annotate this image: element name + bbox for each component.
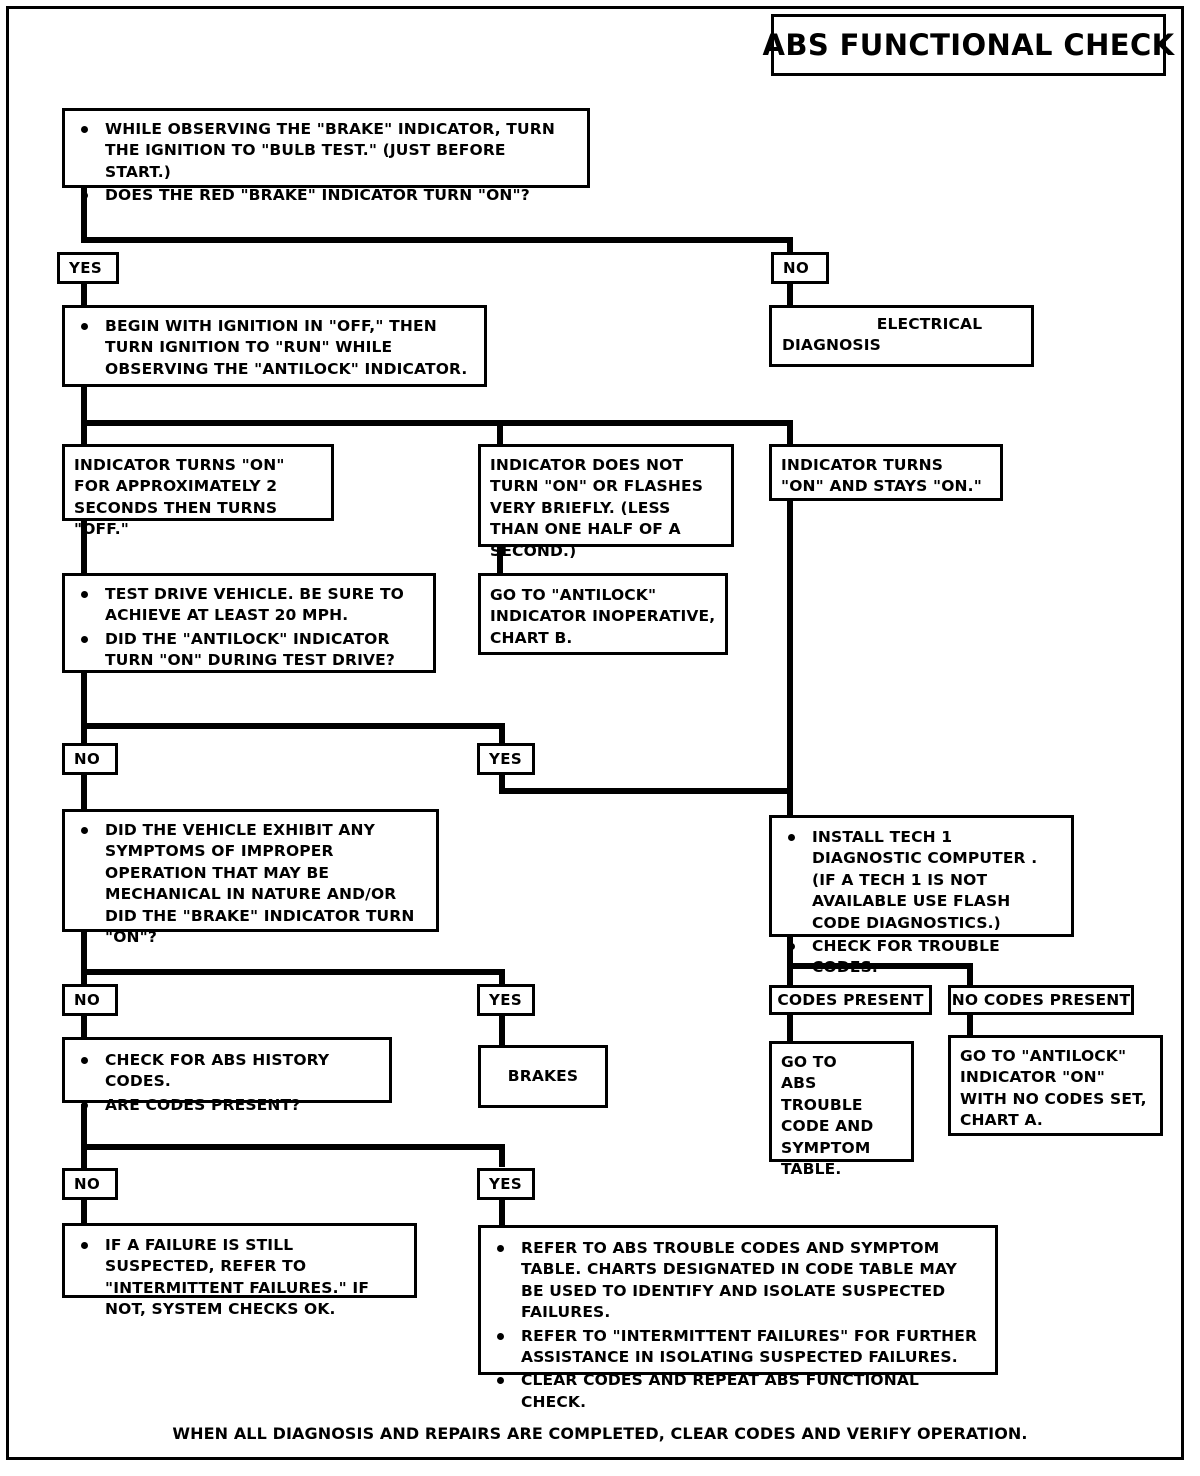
bullet-item: TEST DRIVE VEHICLE. BE SURE TO ACHIEVE A… bbox=[75, 584, 423, 627]
connector-testdrive-down bbox=[81, 672, 87, 744]
connector-noon-to-chartb bbox=[497, 546, 503, 574]
connector-no3-down bbox=[81, 1012, 87, 1038]
connector-history-bus bbox=[81, 1144, 505, 1150]
bullet-item: DOES THE RED "BRAKE" INDICATOR TURN "ON"… bbox=[75, 185, 577, 206]
branch-box-label: NO CODES PRESENT bbox=[951, 991, 1131, 1009]
branch-label-no-4: NO bbox=[62, 1168, 118, 1200]
connector-3way-bus bbox=[81, 420, 793, 426]
connector-testdrive-bus bbox=[81, 723, 505, 729]
connector-stayson-down bbox=[787, 500, 793, 816]
branch-label-yes-4: YES bbox=[477, 1168, 535, 1200]
page-title: ABS FUNCTIONAL CHECK bbox=[762, 28, 1175, 62]
node-text: GO TO ABS TROUBLE CODE AND SYMPTOM TABLE… bbox=[781, 1053, 874, 1178]
branch-label-text: YES bbox=[489, 991, 523, 1009]
bullet-item: DID THE VEHICLE EXHIBIT ANY SYMPTOMS OF … bbox=[75, 820, 426, 948]
branch-label-text: NO bbox=[74, 750, 101, 768]
connector-tech1-branch-right bbox=[967, 963, 973, 986]
connector-start-to-no bbox=[787, 237, 793, 258]
connector-tech1-bus bbox=[787, 963, 973, 969]
branch-label-text: NO bbox=[74, 1175, 101, 1193]
branch-label-yes-1: YES bbox=[57, 252, 119, 284]
connector-no4-down bbox=[81, 1198, 87, 1224]
node-test-drive: TEST DRIVE VEHICLE. BE SURE TO ACHIEVE A… bbox=[62, 573, 436, 673]
connector-3way-branch-mid bbox=[497, 420, 503, 446]
node-text: GO TO "ANTILOCK" INDICATOR INOPERATIVE, … bbox=[490, 586, 716, 647]
node-text: INDICATOR TURNS "ON" AND STAYS "ON." bbox=[781, 456, 982, 496]
node-goto-chart-a: GO TO "ANTILOCK" INDICATOR "ON" WITH NO … bbox=[948, 1035, 1163, 1136]
page-border bbox=[6, 6, 1184, 1460]
electrical-diagnosis-line1: ELECTRICAL bbox=[876, 315, 983, 333]
node-goto-trouble-code-table: GO TO ABS TROUBLE CODE AND SYMPTOM TABLE… bbox=[769, 1041, 914, 1178]
branch-box-label: CODES PRESENT bbox=[777, 991, 924, 1009]
connector-tech1-branch-left bbox=[787, 963, 793, 986]
connector-history-to-yes bbox=[499, 1144, 505, 1167]
branch-label-no-1: NO bbox=[771, 252, 829, 284]
node-improper-operation: DID THE VEHICLE EXHIBIT ANY SYMPTOMS OF … bbox=[62, 809, 439, 946]
connector-3way-branch-left bbox=[81, 420, 87, 446]
connector-2sec-to-testdrive bbox=[81, 520, 87, 574]
bullet-item: ARE CODES PRESENT? bbox=[75, 1095, 379, 1116]
branch-label-text: YES bbox=[489, 750, 523, 768]
node-text: BRAKES bbox=[507, 1066, 579, 1085]
footer-note: WHEN ALL DIAGNOSIS AND REPAIRS ARE COMPL… bbox=[172, 1424, 1028, 1443]
branch-box-no-codes-present: NO CODES PRESENT bbox=[948, 985, 1134, 1015]
connector-codespresent-down bbox=[787, 1014, 793, 1042]
node-brakes: BRAKES bbox=[478, 1045, 608, 1108]
node-refer-trouble-code-tables: REFER TO ABS TROUBLE CODES AND SYMPTOM T… bbox=[478, 1225, 998, 1411]
branch-label-no-3: NO bbox=[62, 984, 118, 1016]
connector-yes1-down bbox=[81, 281, 87, 308]
node-intermittent-failures: IF A FAILURE IS STILL SUSPECTED, REFER T… bbox=[62, 1223, 417, 1318]
node-indicator-not-on: INDICATOR DOES NOT TURN "ON" OR FLASHES … bbox=[478, 444, 734, 560]
connector-ignition-down bbox=[81, 386, 87, 426]
connector-start-down bbox=[81, 185, 87, 243]
branch-box-codes-present: CODES PRESENT bbox=[769, 985, 932, 1015]
node-indicator-2-seconds: INDICATOR TURNS "ON" FOR APPROXIMATELY 2… bbox=[62, 444, 334, 538]
connector-improper-down bbox=[81, 930, 87, 992]
bullet-item: INSTALL TECH 1 DIAGNOSTIC COMPUTER . (IF… bbox=[782, 827, 1061, 934]
connector-no2-down bbox=[81, 772, 87, 810]
connector-nocodes-down bbox=[967, 1014, 973, 1036]
bullet-item: WHILE OBSERVING THE "BRAKE" INDICATOR, T… bbox=[75, 119, 577, 183]
node-ignition-run: BEGIN WITH IGNITION IN "OFF," THEN TURN … bbox=[62, 305, 487, 387]
bullet-item: CHECK FOR TROUBLE CODES. bbox=[782, 936, 1061, 979]
connector-yes2-bus bbox=[499, 788, 793, 794]
connector-yes3-down bbox=[499, 1012, 505, 1046]
bullet-item: REFER TO "INTERMITTENT FAILURES" FOR FUR… bbox=[491, 1326, 985, 1369]
node-install-tech1: INSTALL TECH 1 DIAGNOSTIC COMPUTER . (IF… bbox=[769, 815, 1074, 976]
branch-label-yes-2: YES bbox=[477, 743, 535, 775]
connector-start-bus bbox=[81, 237, 793, 243]
bullet-item: DID THE "ANTILOCK" INDICATOR TURN "ON" D… bbox=[75, 629, 423, 672]
connector-history-down bbox=[81, 1104, 87, 1176]
connector-improper-bus bbox=[81, 969, 505, 975]
connector-improper-to-yes bbox=[499, 969, 505, 986]
connector-tech1-down bbox=[787, 936, 793, 982]
connector-yes2-down bbox=[499, 772, 505, 794]
branch-label-no-2: NO bbox=[62, 743, 118, 775]
connector-yes4-down bbox=[499, 1198, 505, 1226]
node-goto-chart-b: GO TO "ANTILOCK" INDICATOR INOPERATIVE, … bbox=[478, 573, 728, 655]
bullet-item: REFER TO ABS TROUBLE CODES AND SYMPTOM T… bbox=[491, 1238, 985, 1324]
node-text: GO TO "ANTILOCK" INDICATOR "ON" WITH NO … bbox=[960, 1047, 1147, 1130]
bullet-item: CHECK FOR ABS HISTORY CODES. bbox=[75, 1050, 379, 1093]
connector-3way-branch-right bbox=[787, 420, 793, 446]
node-electrical-diagnosis: ELECTRICAL DIAGNOSIS bbox=[769, 305, 1034, 367]
connector-no1-down bbox=[787, 281, 793, 308]
branch-label-text: YES bbox=[69, 259, 103, 277]
bullet-item: CLEAR CODES AND REPEAT ABS FUNCTIONAL CH… bbox=[491, 1370, 985, 1413]
node-text: INDICATOR DOES NOT TURN "ON" OR FLASHES … bbox=[490, 456, 704, 560]
bullet-item: BEGIN WITH IGNITION IN "OFF," THEN TURN … bbox=[75, 316, 474, 380]
branch-label-text: YES bbox=[489, 1175, 523, 1193]
bullet-item: IF A FAILURE IS STILL SUSPECTED, REFER T… bbox=[75, 1235, 404, 1321]
node-start: WHILE OBSERVING THE "BRAKE" INDICATOR, T… bbox=[62, 108, 590, 204]
node-indicator-stays-on: INDICATOR TURNS "ON" AND STAYS "ON." bbox=[769, 444, 1003, 501]
electrical-diagnosis-line2: DIAGNOSIS bbox=[782, 336, 881, 355]
chart-title-box: ABS FUNCTIONAL CHECK bbox=[762, 14, 1174, 76]
branch-label-text: NO bbox=[74, 991, 101, 1009]
branch-label-yes-3: YES bbox=[477, 984, 535, 1016]
branch-label-text: NO bbox=[783, 259, 810, 277]
node-text: INDICATOR TURNS "ON" FOR APPROXIMATELY 2… bbox=[74, 456, 285, 539]
node-history-codes: CHECK FOR ABS HISTORY CODES. ARE CODES P… bbox=[62, 1037, 392, 1114]
connector-testdrive-to-yes bbox=[499, 723, 505, 746]
